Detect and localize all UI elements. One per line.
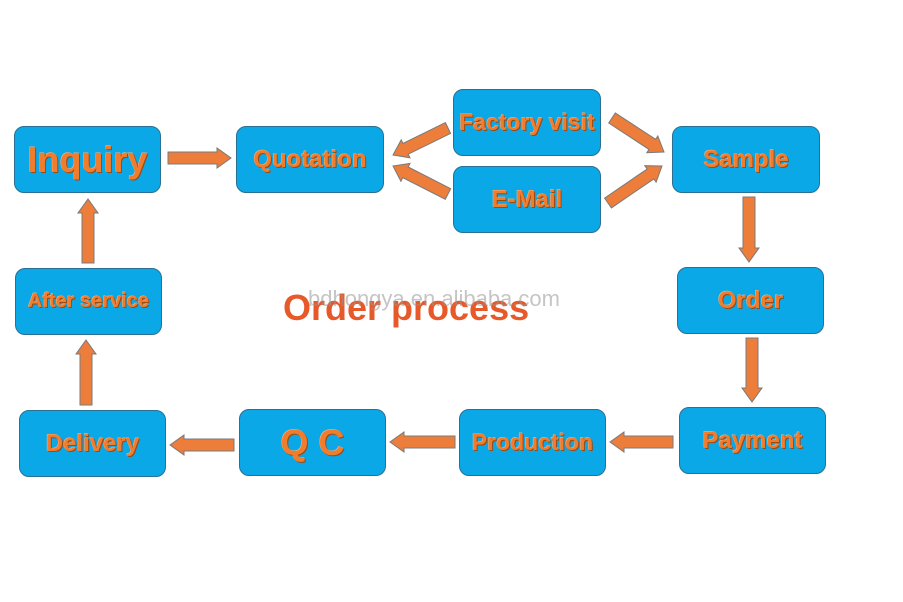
watermark-text: bdhongya.en.alibaba.com xyxy=(308,286,560,311)
payment-label: Payment xyxy=(702,426,803,454)
arrow-after-service-to-inquiry xyxy=(77,198,99,264)
qc-step: Q C xyxy=(239,409,386,476)
quotation-label: Quotation xyxy=(253,145,367,173)
factory-visit-step: Factory visit xyxy=(453,89,601,156)
arrow-delivery-to-after-service xyxy=(75,339,97,406)
email-step: E-Mail xyxy=(453,166,601,233)
order-label: Order xyxy=(717,286,784,314)
production-label: Production xyxy=(471,429,594,455)
arrow-qc-to-delivery xyxy=(169,434,235,456)
payment-step: Payment xyxy=(679,407,826,474)
order-step: Order xyxy=(677,267,824,334)
inquiry-label: Inquiry xyxy=(27,138,148,180)
email-label: E-Mail xyxy=(491,185,563,213)
inquiry-step: Inquiry xyxy=(14,126,161,193)
arrow-order-to-payment xyxy=(741,337,763,403)
factory-visit-label: Factory visit xyxy=(459,109,595,135)
arrow-quotation-to-email xyxy=(392,162,452,200)
arrow-factory-visit-to-sample xyxy=(608,112,665,154)
delivery-label: Delivery xyxy=(45,429,140,457)
after-service-label: After service xyxy=(27,290,150,312)
after-service-step: After service xyxy=(15,268,162,335)
production-step: Production xyxy=(459,409,606,476)
arrow-production-to-qc xyxy=(389,431,456,453)
arrow-sample-to-order xyxy=(738,196,760,263)
diagram-title: Order process xyxy=(283,287,530,328)
qc-label: Q C xyxy=(280,421,345,463)
arrow-email-to-sample xyxy=(603,165,663,209)
quotation-step: Quotation xyxy=(236,126,384,193)
arrow-payment-to-production xyxy=(609,431,674,453)
arrow-inquiry-to-quotation xyxy=(167,147,232,169)
sample-step: Sample xyxy=(672,126,820,193)
arrow-quotation-to-factory-visit xyxy=(392,121,452,159)
delivery-step: Delivery xyxy=(19,410,166,477)
sample-label: Sample xyxy=(703,145,789,173)
